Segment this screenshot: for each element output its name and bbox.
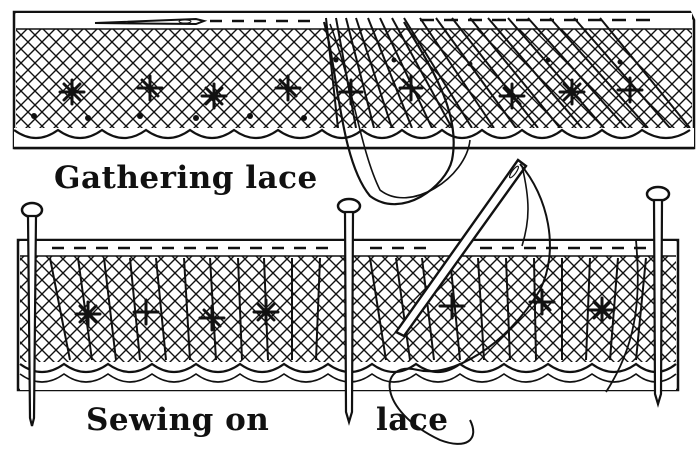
caption-lace: lace — [376, 405, 448, 436]
caption-gathering-lace: Gathering lace — [54, 163, 318, 194]
top-scalloped-edge — [14, 128, 694, 148]
caption-sewing-on: Sewing on — [86, 405, 269, 436]
